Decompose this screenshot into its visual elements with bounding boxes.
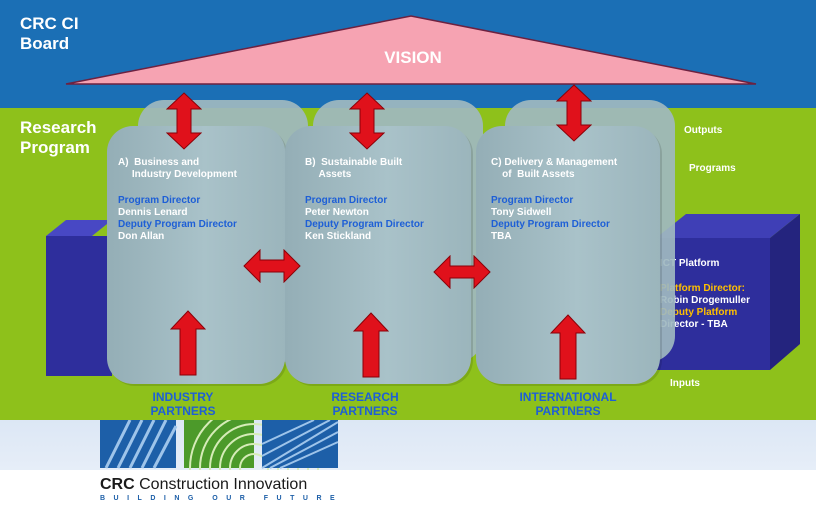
double-arrow-c [556,84,592,142]
program-b-title-line-2: Assets [305,169,352,180]
up-arrow-international [550,314,586,380]
vision-label: VISION [384,48,442,67]
double-arrow-b [349,92,385,150]
board-title-line-2: Board [20,34,70,53]
up-arrow-industry [170,310,206,376]
up-arrow-research [353,312,389,378]
program-a-deputy-role: Deputy Program Director [118,219,237,230]
ict-platform-text: ICT Platform Platform Director: Robin Dr… [660,258,770,331]
logo-graphic [100,420,339,470]
program-c-deputy-role: Deputy Program Director [491,219,610,230]
program-b-text: B) Sustainable Built Assets Program Dire… [305,157,470,243]
international-partners-line-1: INTERNATIONAL [519,390,617,404]
program-a-title-line-1: A) Business and [118,157,200,168]
vision-triangle [65,15,757,85]
program-c-title-line-1: C) Delivery & Management [491,157,618,168]
ict-platform-title: ICT Platform [660,258,720,269]
programs-label: Programs [689,163,736,174]
industry-partners-label: INDUSTRY PARTNERS [128,390,238,418]
logo-tagline: BUILDING OUR FUTURE [100,495,344,502]
double-arrow-a [166,92,202,150]
industry-partners-line-2: PARTNERS [150,404,216,418]
international-partners-label: INTERNATIONAL PARTNERS [505,390,631,418]
research-partners-line-2: PARTNERS [332,404,398,418]
program-b-deputy-name: Ken Stickland [305,231,372,242]
logo-name: Construction Innovation [139,476,308,493]
research-title-line-2: Program [20,138,90,157]
board-title: CRC CI Board [20,14,79,54]
research-title-line-1: Research [20,118,97,137]
program-c-director-name: Tony Sidwell [491,207,552,218]
ict-deputy-director-name: Director - TBA [660,319,728,330]
program-c-director-role: Program Director [491,195,574,206]
program-a-director-name: Dennis Lenard [118,207,188,218]
horizontal-arrow-b-c [433,255,491,289]
industry-partners-line-1: INDUSTRY [152,390,214,404]
board-title-line-1: CRC CI [20,14,79,33]
research-program-title: Research Program [20,118,97,158]
research-partners-label: RESEARCH PARTNERS [310,390,420,418]
ict-platform-cube [656,214,800,370]
ict-platform-director-name: Robin Drogemuller [660,295,751,306]
left-cube [46,220,112,376]
inputs-label: Inputs [670,378,700,389]
program-b-director-name: Peter Newton [305,207,369,218]
program-c-title-line-2: of Built Assets [491,169,575,180]
program-a-title-line-2: Industry Development [118,169,237,180]
program-b-title-line-1: B) Sustainable Built [305,157,403,168]
program-b-director-role: Program Director [305,195,388,206]
program-a-text: A) Business and Industry Development Pro… [118,157,283,243]
program-a-director-role: Program Director [118,195,201,206]
outputs-label: Outputs [684,125,723,136]
international-partners-line-2: PARTNERS [535,404,601,418]
program-c-text: C) Delivery & Management of Built Assets… [491,157,656,243]
program-c-deputy-name: TBA [491,231,512,242]
ict-deputy-platform-role: Deputy Platform [660,307,738,318]
program-b-deputy-role: Deputy Program Director [305,219,424,230]
research-partners-line-1: RESEARCH [331,390,399,404]
ict-platform-director-role: Platform Director: [660,283,746,294]
logo-brand: CRC [100,476,135,493]
program-a-deputy-name: Don Allan [118,231,165,242]
horizontal-arrow-a-b [243,249,301,283]
footer-white-area [0,470,816,508]
logo-text: CRC Construction Innovation [100,476,307,494]
